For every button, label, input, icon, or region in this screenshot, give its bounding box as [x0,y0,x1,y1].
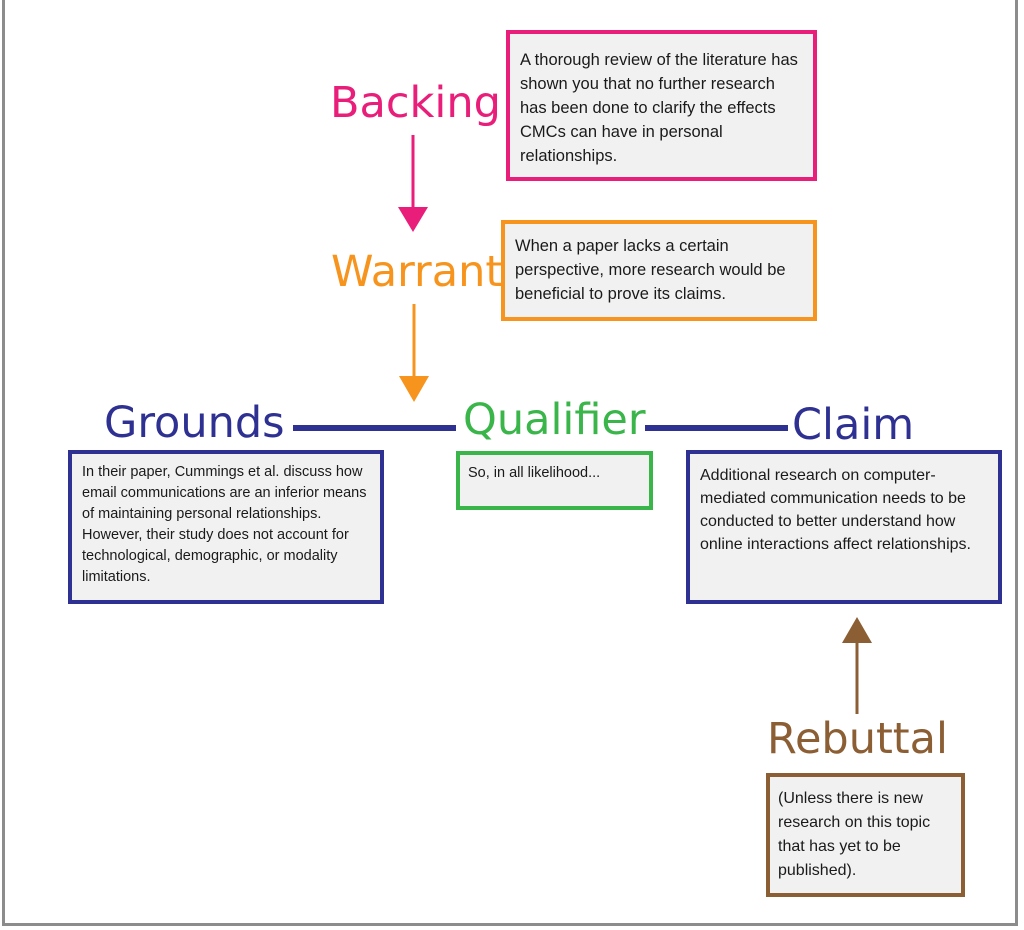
warrant-label: Warrant [331,247,503,297]
rebuttal-box: (Unless there is new research on this to… [766,773,965,897]
qualifier-box: So, in all likelihood... [456,451,653,510]
qualifier-label: Qualifier [463,395,646,445]
grounds-label: Grounds [104,398,285,448]
rebuttal-text: (Unless there is new research on this to… [778,790,931,879]
qualifier-text: So, in all likelihood... [468,465,601,481]
claim-box: Additional research on computer-mediated… [686,450,1002,604]
backing-text: A thorough review of the literature has … [520,51,798,165]
warrant-text: When a paper lacks a certain perspective… [515,237,786,303]
warrant-to-qualifier-arrowhead [399,376,429,402]
grounds-box: In their paper, Cummings et al. discuss … [68,450,384,604]
backing-label: Backing [330,78,501,128]
warrant-box: When a paper lacks a certain perspective… [501,220,817,321]
claim-label: Claim [792,400,915,450]
claim-text: Additional research on computer-mediated… [700,467,971,553]
backing-box: A thorough review of the literature has … [506,30,817,181]
grounds-text: In their paper, Cummings et al. discuss … [82,464,367,585]
rebuttal-to-claim-arrowhead [842,617,872,643]
backing-to-warrant-arrowhead [398,207,428,232]
rebuttal-label: Rebuttal [767,714,948,764]
